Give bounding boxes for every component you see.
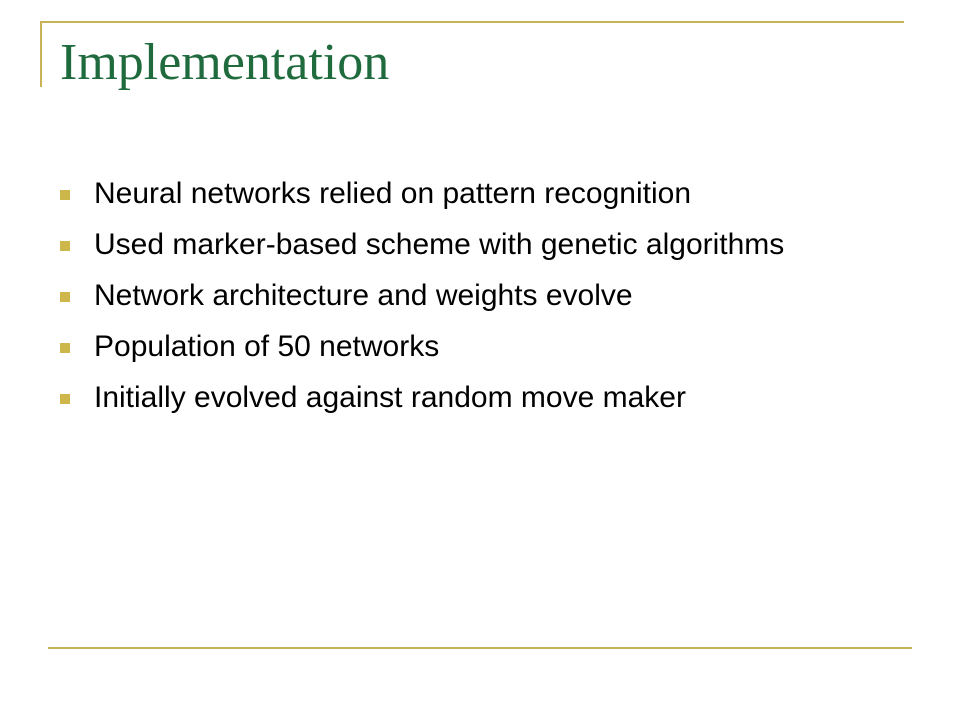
bullet-text: Neural networks relied on pattern recogn… [94,177,691,210]
square-bullet-icon [60,241,70,251]
bullet-item: Initially evolved against random move ma… [60,380,900,416]
square-bullet-icon [60,394,70,404]
square-bullet-icon [60,343,70,353]
bullet-text: Population of 50 networks [94,330,440,363]
bullet-item: Used marker-based scheme with genetic al… [60,227,834,263]
bullet-item: Neural networks relied on pattern recogn… [60,176,900,212]
bullet-item: Population of 50 networks [60,329,900,365]
top-rule [40,21,904,23]
bullet-text: Initially evolved against random move ma… [94,381,686,414]
square-bullet-icon [60,292,70,302]
slide-title: Implementation [60,34,390,91]
bottom-rule [48,647,912,649]
bullet-item: Network architecture and weights evolve [60,278,900,314]
bullet-text: Network architecture and weights evolve [94,279,633,312]
left-rule [40,21,42,87]
bullet-text: Used marker-based scheme with genetic al… [94,228,785,261]
bullet-list: Neural networks relied on pattern recogn… [60,176,900,431]
square-bullet-icon [60,190,70,200]
